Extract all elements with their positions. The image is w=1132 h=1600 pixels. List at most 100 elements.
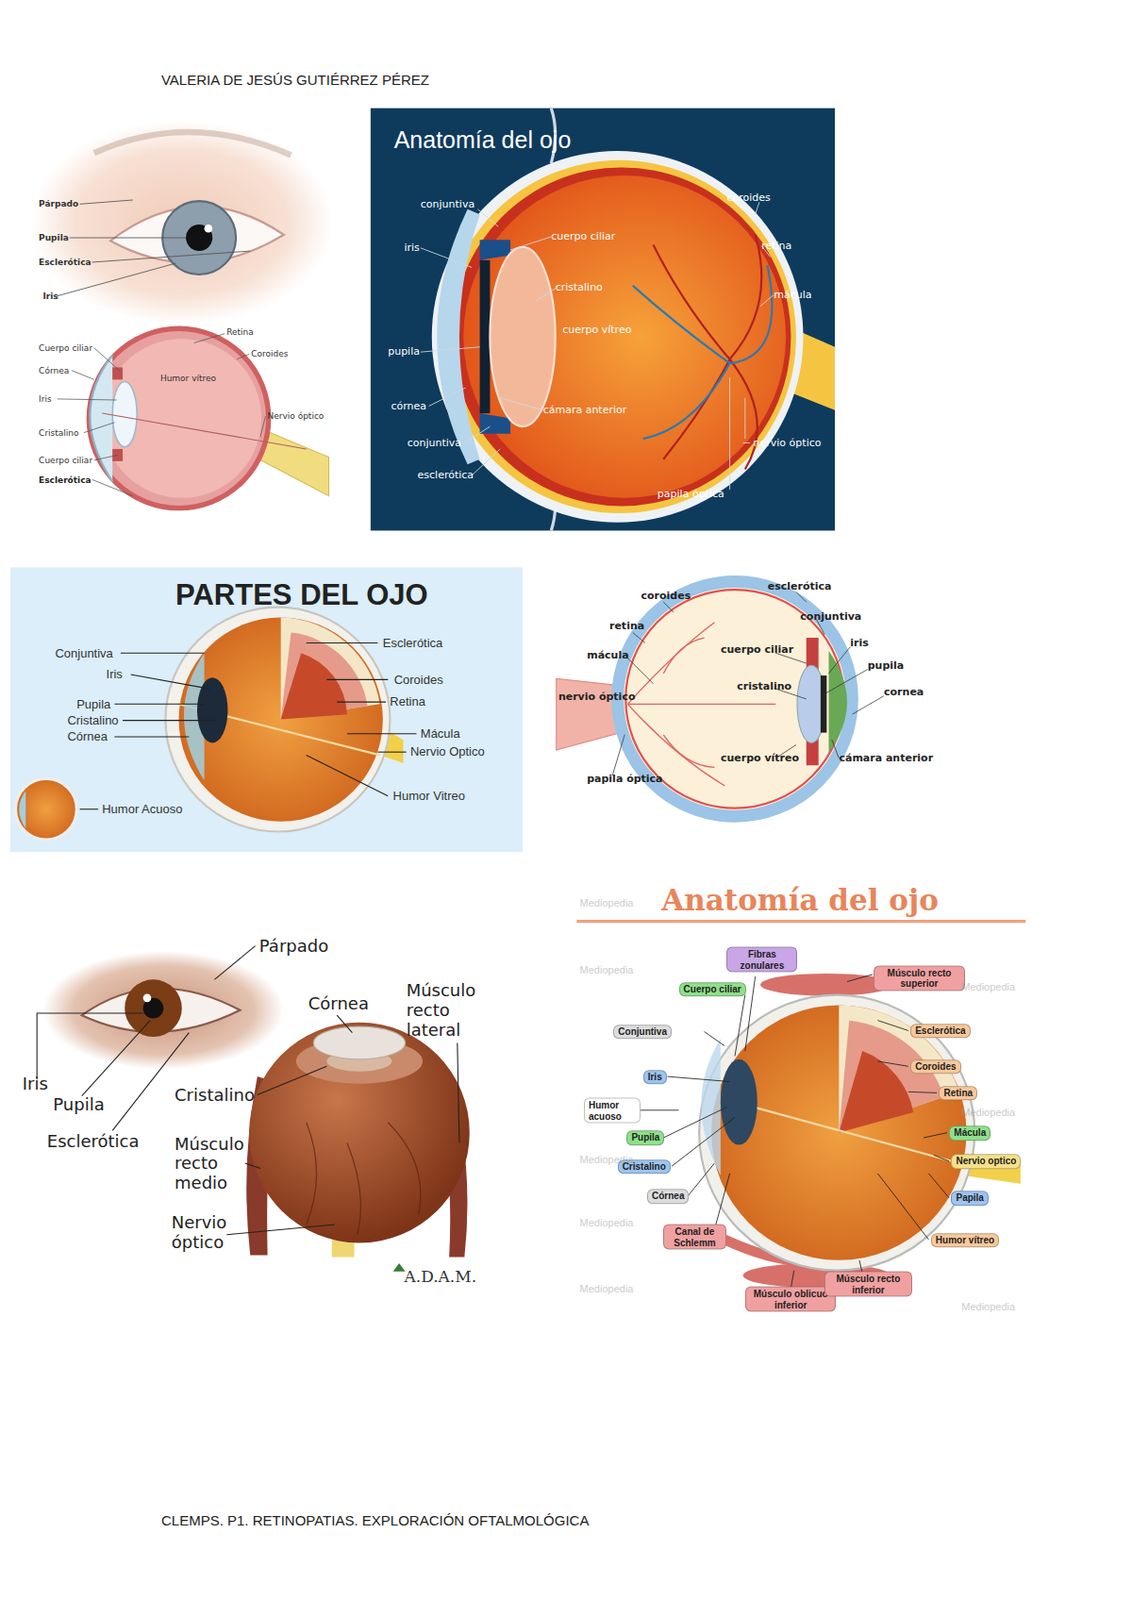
adam-eye [36,946,470,1272]
illustration-shape [281,632,368,720]
part-label: Conjuntiva [54,646,113,661]
illustration-shape [326,679,388,681]
illustration-shape [908,1091,937,1093]
part-label: Esclerótica [38,257,91,267]
illustration-shape [704,1032,726,1047]
part-label: Humor vítreo [160,373,217,383]
part-label: Párpado [259,936,329,957]
illustration-shape [92,479,134,496]
illustration-shape [744,398,746,439]
illustration-shape [257,1065,328,1095]
part-label: Canal de Schlemm [663,1224,726,1250]
illustration-shape [165,607,390,833]
part-label: coroides [726,192,770,205]
part-label: Pupila [52,1094,104,1115]
illustration-shape [923,1132,948,1138]
part-label: Coroides [250,349,288,359]
part-label: Cristalino [38,428,79,438]
part-label: Iris [106,667,123,683]
illustration-shape [652,234,762,470]
illustration-shape [877,1020,908,1032]
illustration-shape [57,263,176,297]
illustration-shape [306,754,389,796]
illustration-shape [92,250,251,263]
dark-panel-eye [370,108,835,532]
illustration-shape [313,1026,405,1060]
part-label: Cristalino [66,713,118,728]
illustration-shape [15,778,77,840]
watermark: Mediopedia [961,1300,1016,1314]
part-label: nervio óptico [558,691,636,704]
illustration-shape [632,265,773,439]
illustration-shape [720,1059,758,1146]
illustration-shape [71,370,95,381]
illustration-shape [463,175,786,499]
illustration-shape [114,735,189,737]
illustration-shape [743,442,751,444]
illustration-shape [624,974,949,1288]
part-label: mácula [773,288,812,301]
watermark: Mediopedia [961,1106,1016,1119]
part-label: Nervio óptico [266,411,324,421]
illustration-shape [179,616,383,821]
part-label: Músculo recto lateral [406,981,486,1040]
illustration-shape [443,160,797,514]
part-label: Humor Vitreo [393,789,466,804]
part-label: coroides [641,590,692,603]
part-label: Conjuntiva [613,1024,672,1040]
part-label: Córnea [66,730,108,745]
illustration-shape [824,669,867,695]
part-label: cámara anterior [838,752,933,766]
illustration-shape [80,808,99,810]
illustration-shape [69,237,186,239]
part-label: Córnea [647,1188,689,1204]
illustration-shape [499,398,543,411]
illustration-shape [336,1015,352,1033]
part-label: esclerótica [417,469,475,483]
part-label: Coroides [910,1059,961,1075]
illustration-shape [57,333,267,497]
illustration-shape [94,454,118,460]
illustration-shape [370,108,835,532]
part-label: iris [849,636,869,650]
illustration-shape [83,422,115,433]
part-label: Iris [42,291,58,301]
illustration-shape [420,347,481,352]
illustration-shape [429,387,467,406]
part-label: conjuntiva [407,436,462,450]
illustration-shape [700,1038,721,1176]
illustration-shape [627,658,653,684]
part-label: cuerpo ciliar [550,231,616,244]
part-label: conjuntiva [799,610,862,623]
illustration-shape [699,995,975,1271]
part-label: Iris [643,1069,667,1085]
illustration-shape [829,647,851,674]
illustration-shape [734,1101,960,1164]
illustration-shape [820,675,827,733]
part-label: Mácula [420,727,461,742]
watermark: Mediopedia [961,981,1016,994]
part-label: cámara anterior [543,404,628,417]
illustration-shape [194,333,225,344]
panel-title: Anatomía del ojo [394,126,572,154]
illustration-shape [80,199,134,204]
illustration-shape [671,1116,735,1166]
illustration-shape [714,1173,730,1230]
illustration-shape [214,946,255,981]
illustration-shape [57,399,117,400]
part-label: Mácula [948,1125,991,1141]
part-label: Papila [950,1191,988,1207]
illustration-shape [31,120,333,325]
part-label: Cuerpo ciliar [679,982,747,998]
illustration-shape [535,287,557,301]
part-label: mácula [586,649,629,662]
illustration-shape [687,1163,715,1197]
illustration-shape [120,652,205,654]
part-label: Pupila [626,1131,665,1147]
watermark: Mediopedia [580,1153,634,1166]
illustration-shape [204,224,214,234]
part-label: Nervio Optico [410,745,485,760]
illustration-shape [143,994,152,1003]
illustration-shape [929,1173,950,1199]
illustration-shape [829,650,848,753]
